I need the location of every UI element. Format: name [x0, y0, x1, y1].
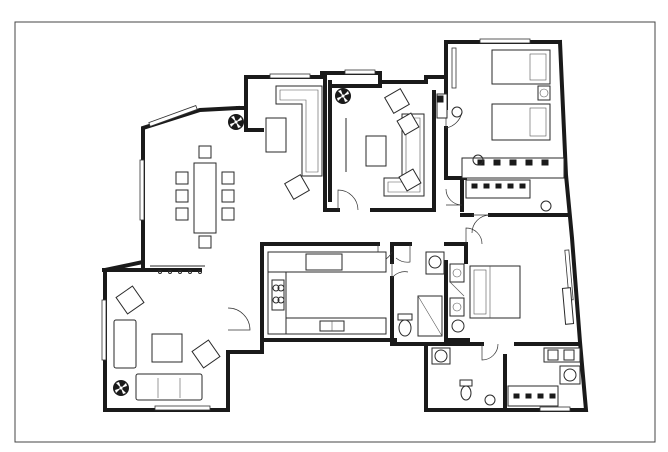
toilet-tank	[397, 313, 413, 321]
toilet	[398, 319, 412, 337]
coffee-table	[365, 135, 387, 167]
door-swing-icon	[471, 214, 491, 234]
door-swing-icon	[227, 307, 251, 331]
twin-bed	[491, 103, 551, 141]
armchair	[384, 88, 410, 114]
door-swing-icon	[465, 227, 483, 245]
door-swing-icon	[445, 108, 463, 129]
fridge	[305, 253, 343, 271]
stool	[472, 154, 484, 166]
laundry-cabinet	[507, 385, 559, 407]
armchair	[191, 339, 221, 369]
wardrobe	[461, 157, 565, 179]
fan-icon	[113, 380, 129, 396]
window-icon	[451, 47, 457, 89]
sink	[319, 320, 345, 332]
desk	[436, 93, 448, 119]
dining-room	[150, 114, 244, 274]
study	[345, 88, 425, 197]
floor-drain	[484, 394, 496, 406]
toilet-tank	[459, 379, 473, 387]
desk-chair	[436, 95, 444, 103]
window-icon	[139, 159, 145, 221]
stool	[451, 106, 463, 118]
window-icon	[479, 38, 531, 44]
door-swing-icon	[445, 188, 463, 206]
armchair	[115, 285, 145, 315]
door-swing-icon	[395, 244, 411, 263]
family-room	[265, 85, 351, 200]
armchair	[398, 168, 422, 192]
sofa	[135, 373, 203, 401]
door-swing-icon	[337, 189, 359, 211]
bathroom-2	[431, 347, 581, 407]
divider-dots	[158, 270, 202, 274]
door-swing-icon	[391, 262, 409, 280]
stool	[540, 200, 552, 212]
cabinet-items	[513, 393, 556, 399]
basin	[563, 349, 575, 361]
window-icon	[344, 69, 376, 75]
window-icon	[539, 406, 571, 412]
dining-chairs	[175, 145, 235, 249]
armchair	[396, 112, 420, 136]
nightstand	[537, 85, 551, 101]
bedside-lamp	[449, 297, 465, 317]
shoe-cabinet	[465, 179, 531, 199]
l-sofa	[275, 85, 323, 177]
bedside-lamp	[449, 263, 465, 283]
bench	[451, 319, 465, 333]
twin-bed	[491, 49, 551, 85]
stove	[271, 279, 285, 311]
coffee-table	[265, 117, 287, 153]
armchair	[284, 174, 310, 200]
tv-unit	[561, 287, 575, 325]
bedroom-twin	[436, 49, 565, 212]
door-swing-icon	[481, 343, 499, 361]
window-icon	[101, 299, 107, 361]
dining-table	[193, 162, 217, 234]
window-icon	[269, 73, 311, 79]
master-bedroom	[449, 263, 575, 333]
windows	[101, 38, 574, 412]
coffee-table	[151, 333, 183, 363]
cabinet-items	[471, 183, 526, 189]
fan-icon	[335, 88, 351, 104]
double-bed	[469, 265, 521, 319]
kitchen	[267, 251, 387, 335]
window-icon	[154, 405, 211, 411]
fan-icon	[228, 114, 244, 130]
toilet	[460, 385, 472, 401]
basin	[428, 255, 442, 269]
side-sofa	[113, 319, 137, 369]
wardrobe-hangers	[477, 159, 549, 166]
bathroom-1	[397, 251, 445, 337]
drawing-border	[14, 21, 656, 443]
window-icon	[148, 105, 198, 127]
living-room	[113, 285, 221, 401]
basin	[547, 349, 559, 361]
washer	[559, 365, 581, 385]
